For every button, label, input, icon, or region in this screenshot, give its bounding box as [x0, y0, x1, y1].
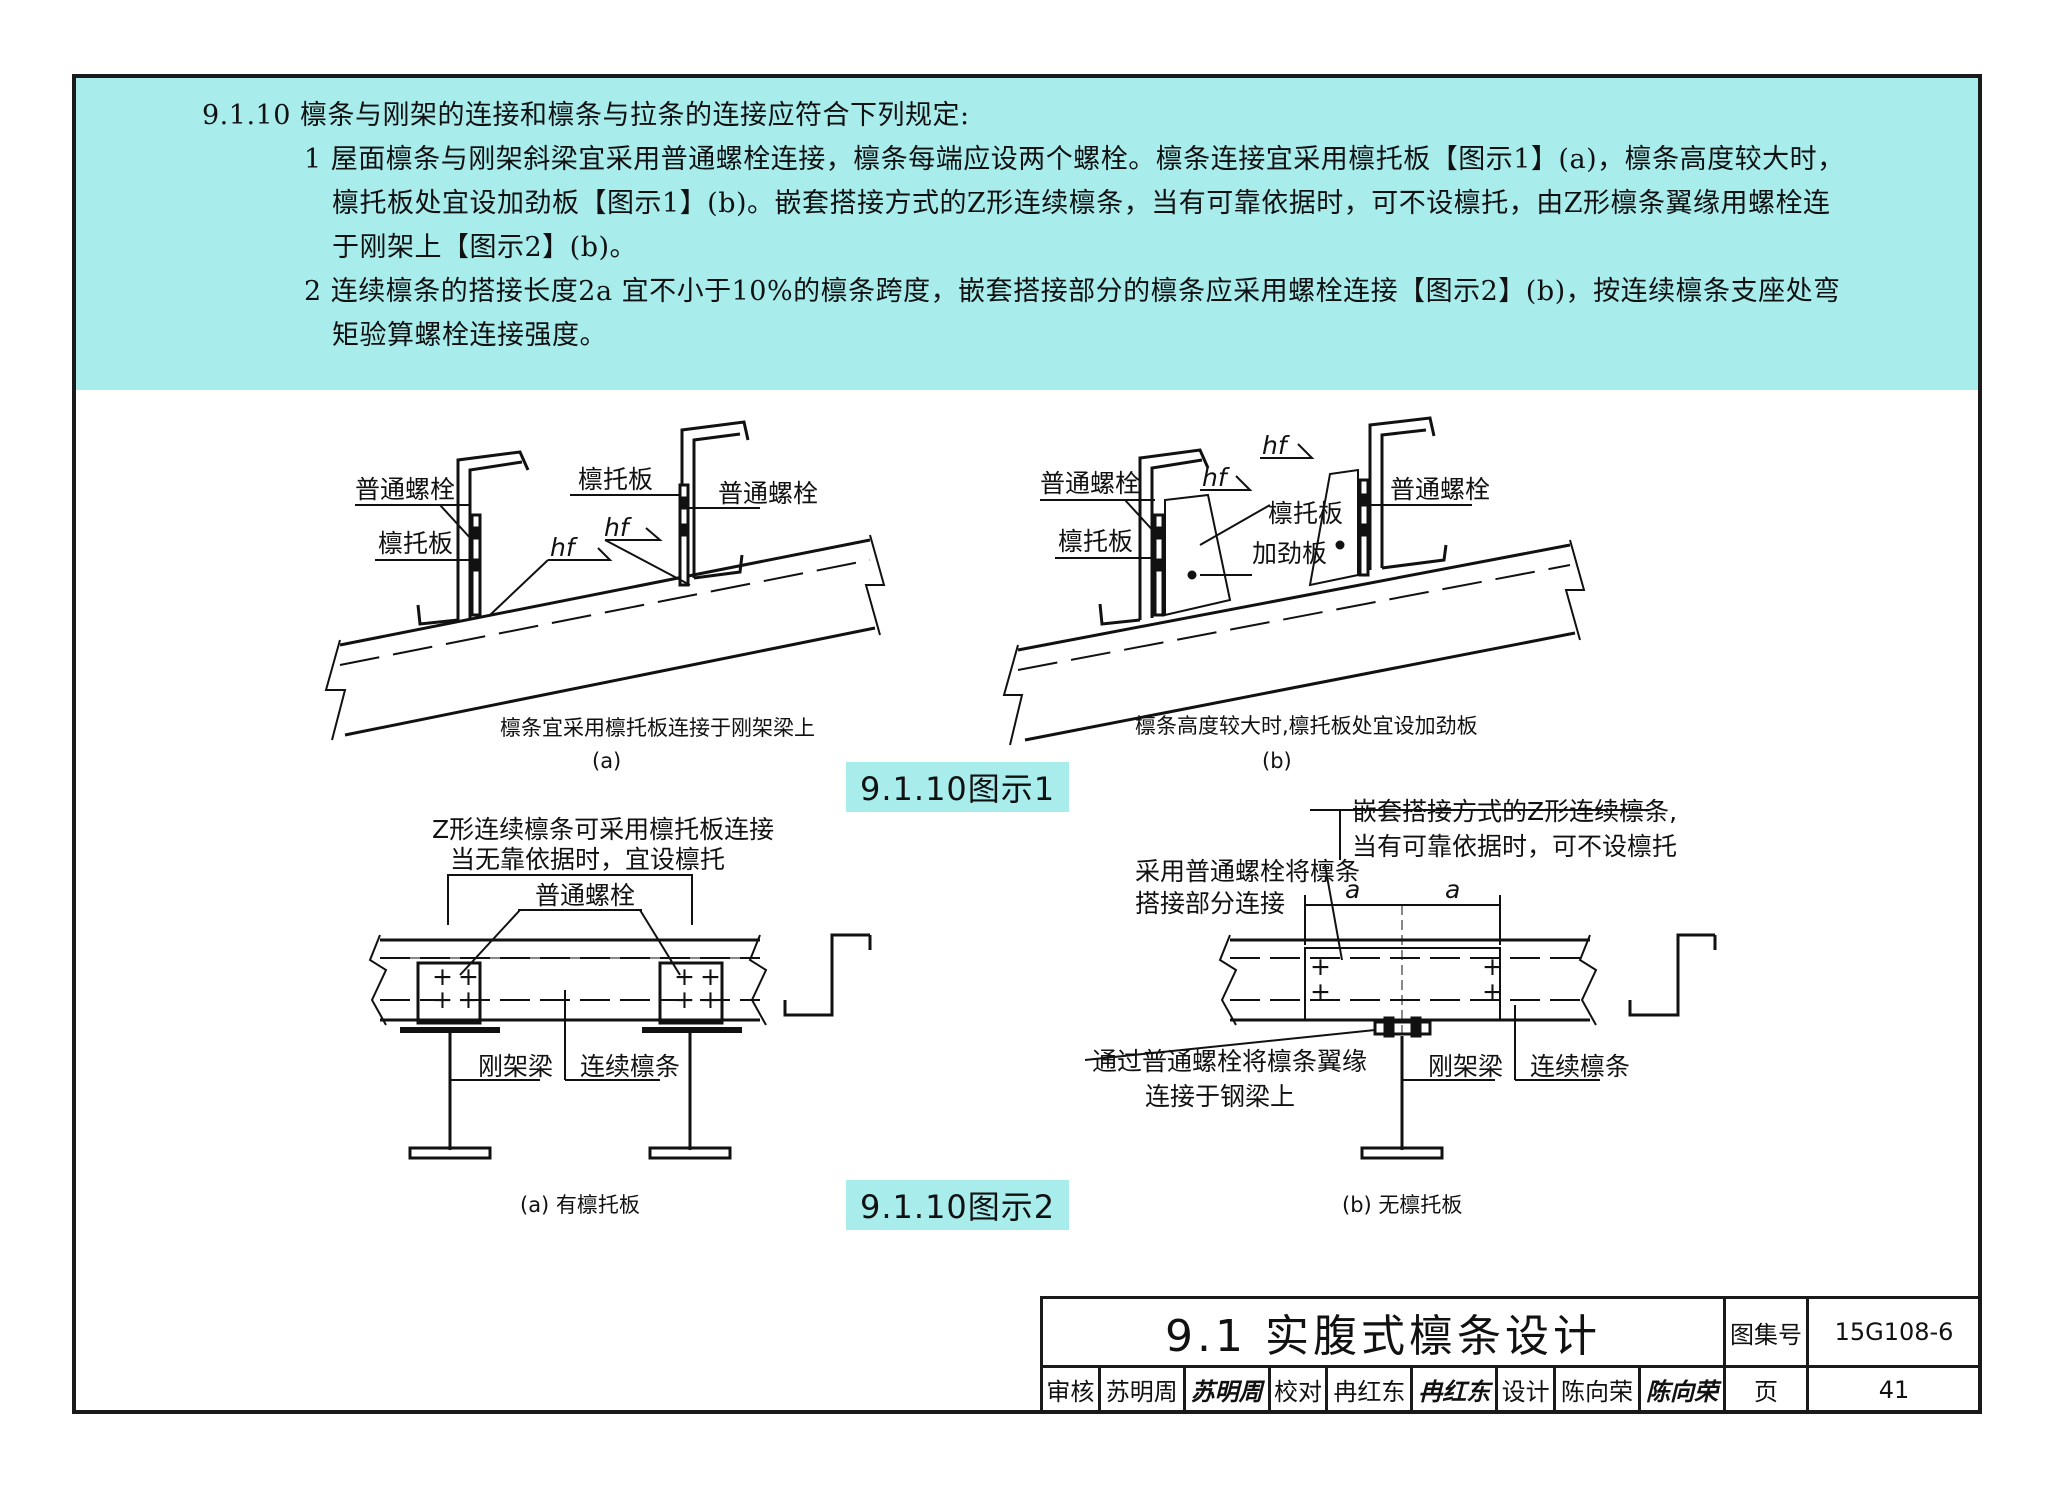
design-label: 设计	[1495, 1365, 1557, 1414]
svg-text:+: +	[1310, 952, 1331, 981]
fig2b-beam-label: 刚架梁	[1428, 1052, 1503, 1081]
svg-text:+: +	[1482, 977, 1503, 1006]
fig1b-bolt-label: 普通螺栓	[1040, 469, 1140, 498]
drawing-frame: 9.1.10 檩条与刚架的连接和檩条与拉条的连接应符合下列规定: 1 屋面檩条与…	[72, 74, 1982, 1414]
svg-text:+: +	[1482, 952, 1503, 981]
svg-text:+: +	[700, 962, 721, 991]
fig2a-beam-label: 刚架梁	[478, 1052, 553, 1081]
atlas-label: 图集号	[1723, 1296, 1809, 1368]
atlas-number: 15G108-6	[1806, 1296, 1982, 1368]
page-number: 41	[1806, 1365, 1982, 1414]
svg-text:+: +	[432, 985, 453, 1014]
svg-text:+: +	[674, 985, 695, 1014]
fig1a-bolt-right-label: 普通螺栓	[718, 479, 818, 508]
fig1b-tag: (b)	[1262, 749, 1292, 773]
check-label: 校对	[1267, 1365, 1329, 1414]
clause-item1-line2: 檩托板处宜设加劲板【图示1】(b)。嵌套搭接方式的Z形连续檩条，当有可靠依据时，…	[332, 188, 1831, 219]
page-label: 页	[1723, 1365, 1809, 1414]
fig2a-note-line1: Z形连续檩条可采用檩托板连接	[432, 815, 774, 844]
fig2b-note-line2: 当有可靠依据时，可不设檩托	[1352, 832, 1677, 861]
fig1b-plate-label: 檩托板	[1058, 527, 1133, 556]
clause-item2-line1: 2 连续檩条的搭接长度2a 宜不小于10%的檩条跨度，嵌套搭接部分的檩条应采用螺…	[304, 276, 1841, 307]
clause-heading: 9.1.10 檩条与刚架的连接和檩条与拉条的连接应符合下列规定:	[202, 100, 970, 131]
fig2b-flange-note-line2: 连接于钢梁上	[1145, 1082, 1295, 1111]
fig2b-note-line1: 嵌套搭接方式的Z形连续檩条,	[1352, 797, 1677, 826]
clause-item2-line2: 矩验算螺栓连接强度。	[332, 320, 607, 351]
reviewer-signature: 苏明周	[1182, 1365, 1271, 1414]
fig2a-drawing	[368, 874, 872, 1160]
fig2a-note-line2: 当无靠依据时，宜设檩托	[450, 845, 725, 874]
title-block: 9.1 实腹式檩条设计 图集号 15G108-6 审核 苏明周 苏明周 校对 冉…	[1040, 1296, 1982, 1414]
fig1a-plate-label: 檩托板	[378, 529, 453, 558]
fig1b-stiffener-label: 加劲板	[1252, 539, 1327, 568]
fig1b-drawing	[1002, 416, 1586, 746]
fig2b-drawing	[1084, 809, 1717, 1160]
fig1a-drawing	[324, 420, 886, 741]
fig2b-flange-note-line1: 通过普通螺栓将檩条翼缘	[1092, 1047, 1367, 1076]
clause-item1-line1: 1 屋面檩条与刚架斜梁宜采用普通螺栓连接，檩条每端应设两个螺栓。檩条连接宜采用檩…	[304, 144, 1845, 175]
checker-name: 冉红东	[1325, 1365, 1414, 1414]
svg-text:+: +	[458, 985, 479, 1014]
checker-signature: 冉红东	[1410, 1365, 1499, 1414]
fig1a-weld-symbol-2: hf	[604, 513, 632, 542]
fig1b-bolt-right-label: 普通螺栓	[1390, 475, 1490, 504]
svg-text:+: +	[674, 962, 695, 991]
fig2b-purlin-label: 连续檩条	[1530, 1052, 1630, 1081]
fig1b-weld-symbol-1: hf	[1202, 463, 1230, 492]
fig1b-plate-right-label: 檩托板	[1268, 499, 1343, 528]
bolt-marks: ++ ++ ++ ++ ++ ++	[432, 952, 1503, 1014]
svg-text:+: +	[458, 962, 479, 991]
figure1-title: 9.1.10图示1	[846, 762, 1070, 812]
figure2-title: 9.1.10图示2	[846, 1180, 1070, 1230]
svg-text:+: +	[1310, 977, 1331, 1006]
fig1a-weld-symbol-1: hf	[550, 533, 578, 562]
fig2b-dim-left: a	[1345, 875, 1360, 904]
fig2b-bolt-note-line1: 采用普通螺栓将檩条	[1135, 857, 1360, 886]
fig1b-weld-symbol-2: hf	[1262, 431, 1290, 460]
fig2b-dim-right: a	[1445, 875, 1460, 904]
fig2a-bolt-label: 普通螺栓	[535, 881, 635, 910]
clause-item1-line3: 于刚架上【图示2】(b)。	[332, 232, 638, 263]
fig1a-plate-right-label: 檩托板	[578, 465, 653, 494]
designer-signature: 陈向荣	[1637, 1365, 1727, 1414]
clause-text-band: 9.1.10 檩条与刚架的连接和檩条与拉条的连接应符合下列规定: 1 屋面檩条与…	[76, 78, 1978, 390]
review-label: 审核	[1040, 1365, 1101, 1414]
fig1b-caption: 檩条高度较大时,檩托板处宜设加劲板	[1135, 714, 1478, 738]
drawing-title: 9.1 实腹式檩条设计	[1040, 1296, 1726, 1368]
designer-name: 陈向荣	[1553, 1365, 1641, 1414]
fig1a-bolt-label: 普通螺栓	[355, 475, 455, 504]
fig1a-caption: 檩条宜采用檩托板连接于刚架梁上	[500, 716, 815, 740]
fig2b-caption: (b) 无檩托板	[1342, 1193, 1462, 1217]
svg-text:+: +	[432, 962, 453, 991]
fig2a-purlin-label: 连续檩条	[580, 1052, 680, 1081]
svg-text:+: +	[700, 985, 721, 1014]
reviewer-name: 苏明周	[1097, 1365, 1186, 1414]
fig1a-tag: (a)	[592, 749, 621, 773]
fig2b-bolt-note-line2: 搭接部分连接	[1135, 889, 1285, 918]
fig2a-caption: (a) 有檩托板	[520, 1193, 640, 1217]
